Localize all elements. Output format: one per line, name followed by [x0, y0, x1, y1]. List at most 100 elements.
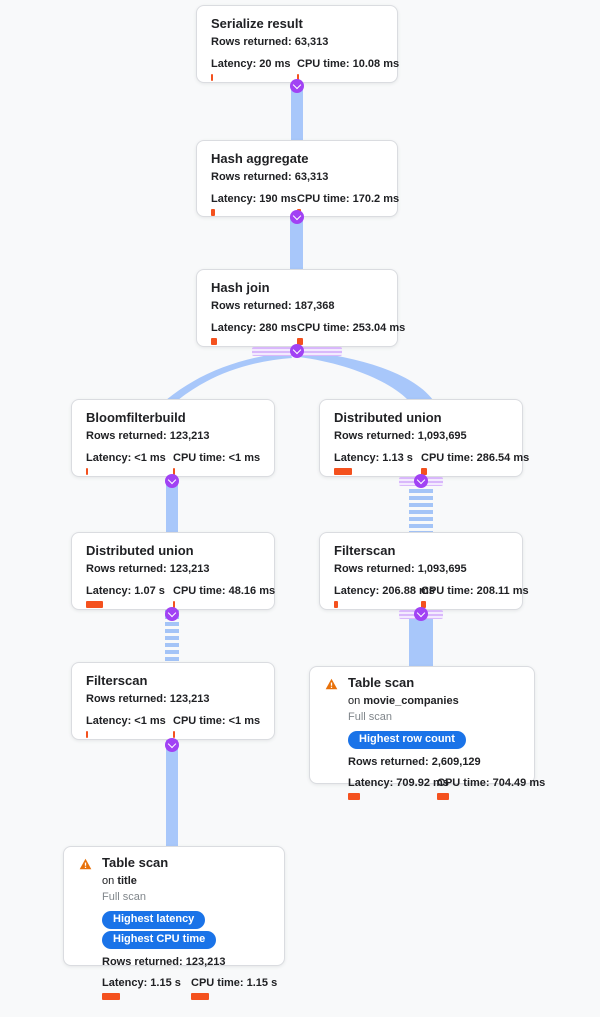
metrics-row: Latency: 1.15 s CPU time: 1.15 s	[102, 977, 277, 1000]
edge-bloomfilterbuild-to-distributed-union	[166, 475, 178, 534]
latency-value: Latency: 280 ms	[211, 322, 297, 334]
cpu-time-bar	[421, 601, 426, 608]
scan-target: on title	[102, 875, 137, 887]
latency-bar	[334, 601, 338, 608]
node-title: Table scan	[348, 675, 415, 690]
rows-returned: Rows returned: 123,213	[86, 563, 210, 575]
cpu-time-value: CPU time: 704.49 ms	[437, 777, 546, 789]
node-title: Distributed union	[86, 543, 194, 558]
warning-icon	[78, 857, 93, 871]
node-title: Table scan	[102, 855, 169, 870]
highest-latency-badge: Highest latency	[102, 911, 206, 929]
cpu-time-bar	[173, 731, 175, 738]
cpu-time-bar	[173, 468, 175, 475]
latency-bar	[102, 993, 120, 1000]
rows-returned: Rows returned: 1,093,695	[334, 563, 467, 575]
latency-value: Latency: 206.88 ms	[334, 585, 435, 597]
scan-target: on movie_companies	[348, 695, 459, 707]
metrics-row: Latency: 1.13 s CPU time: 286.54 ms	[334, 452, 530, 475]
edge-hash-aggregate-to-hash-join	[290, 211, 303, 271]
node-title: Serialize result	[211, 16, 303, 31]
metrics-row: Latency: 709.92 ms CPU time: 704.49 ms	[348, 777, 545, 800]
rows-returned: Rows returned: 1,093,695	[334, 430, 467, 442]
table-name: title	[117, 875, 137, 887]
rows-returned: Rows returned: 63,313	[211, 36, 329, 48]
scan-type: Full scan	[348, 711, 393, 723]
collapse-button-filterscan-right[interactable]	[414, 607, 428, 621]
metrics-row: Latency: <1 ms CPU time: <1 ms	[86, 715, 260, 738]
plan-node-hash-join[interactable]: Hash join Rows returned: 187,368 Latency…	[196, 269, 406, 347]
cpu-time-value: CPU time: 208.11 ms	[421, 585, 529, 597]
plan-node-filterscan-left[interactable]: Filterscan Rows returned: 123,213 Latenc…	[71, 662, 275, 740]
badges-row: Highest latencyHighest CPU time	[102, 909, 277, 949]
latency-bar	[348, 793, 360, 800]
metrics-row: Latency: <1 ms CPU time: <1 ms	[86, 452, 260, 475]
node-title: Distributed union	[334, 410, 442, 425]
latency-bar	[86, 468, 88, 475]
rows-returned: Rows returned: 123,213	[102, 956, 226, 968]
highest-row-count-badge: Highest row count	[348, 731, 466, 749]
plan-node-table-scan-movie-companies[interactable]: Table scan on movie_companies Full scan …	[309, 666, 545, 800]
latency-bar	[211, 209, 215, 216]
latency-bar	[86, 601, 103, 608]
plan-node-distributed-union-right[interactable]: Distributed union Rows returned: 1,093,6…	[319, 399, 530, 477]
latency-bar	[211, 338, 217, 345]
cpu-time-bar	[297, 338, 303, 345]
cpu-time-value: CPU time: <1 ms	[173, 715, 261, 727]
node-title: Filterscan	[86, 673, 148, 688]
collapse-button-distributed-union-right[interactable]	[414, 474, 428, 488]
latency-value: Latency: 190 ms	[211, 193, 297, 205]
cpu-time-value: CPU time: 253.04 ms	[297, 322, 406, 334]
rows-returned: Rows returned: 123,213	[86, 693, 210, 705]
metrics-row: Latency: 190 ms CPU time: 170.2 ms	[211, 193, 400, 216]
metrics-row: Latency: 280 ms CPU time: 253.04 ms	[211, 322, 406, 345]
cpu-time-bar	[421, 468, 427, 475]
collapse-button-filterscan-left[interactable]	[165, 738, 179, 752]
badges-row: Highest row count	[348, 729, 545, 749]
cpu-time-bar	[191, 993, 209, 1000]
latency-bar	[86, 731, 88, 738]
scan-type: Full scan	[102, 891, 147, 903]
collapse-button-hash-aggregate[interactable]	[290, 210, 304, 224]
plan-node-filterscan-right[interactable]: Filterscan Rows returned: 1,093,695 Late…	[319, 532, 529, 610]
latency-value: Latency: <1 ms	[86, 715, 166, 727]
collapse-button-serialize-result[interactable]	[290, 79, 304, 93]
latency-value: Latency: 709.92 ms	[348, 777, 449, 789]
cpu-time-value: CPU time: 10.08 ms	[297, 58, 400, 70]
highest-cpu-time-badge: Highest CPU time	[102, 931, 217, 949]
warning-icon	[324, 677, 339, 691]
latency-value: Latency: 1.15 s	[102, 977, 181, 989]
collapse-button-hash-join[interactable]	[290, 344, 304, 358]
metrics-row: Latency: 1.07 s CPU time: 48.16 ms	[86, 585, 276, 608]
collapse-button-distributed-union-left[interactable]	[165, 607, 179, 621]
edge-filterscan-to-table-scan-left	[166, 739, 178, 848]
metrics-row: Latency: 20 ms CPU time: 10.08 ms	[211, 58, 400, 81]
hash-join-branch-ribbons	[166, 351, 433, 400]
cpu-time-bar	[437, 793, 449, 800]
rows-returned: Rows returned: 123,213	[86, 430, 210, 442]
metrics-row: Latency: 206.88 ms CPU time: 208.11 ms	[334, 585, 529, 608]
table-name: movie_companies	[363, 695, 459, 707]
rows-returned: Rows returned: 63,313	[211, 171, 329, 183]
plan-node-hash-aggregate[interactable]: Hash aggregate Rows returned: 63,313 Lat…	[196, 140, 400, 217]
plan-node-distributed-union-left[interactable]: Distributed union Rows returned: 123,213…	[71, 532, 275, 610]
cpu-time-value: CPU time: 286.54 ms	[421, 452, 530, 464]
latency-value: Latency: 1.07 s	[86, 585, 165, 597]
rows-returned: Rows returned: 187,368	[211, 300, 335, 312]
plan-node-bloomfilterbuild[interactable]: Bloomfilterbuild Rows returned: 123,213 …	[71, 399, 275, 477]
node-title: Hash aggregate	[211, 151, 309, 166]
latency-value: Latency: 1.13 s	[334, 452, 413, 464]
node-title: Bloomfilterbuild	[86, 410, 186, 425]
cpu-time-value: CPU time: 170.2 ms	[297, 193, 400, 205]
cpu-time-value: CPU time: 1.15 s	[191, 977, 278, 989]
node-title: Filterscan	[334, 543, 396, 558]
cpu-time-value: CPU time: 48.16 ms	[173, 585, 276, 597]
plan-node-table-scan-title[interactable]: Table scan on title Full scan Highest la…	[63, 846, 285, 1000]
latency-value: Latency: 20 ms	[211, 58, 291, 70]
plan-node-serialize-result[interactable]: Serialize result Rows returned: 63,313 L…	[196, 5, 400, 83]
rows-returned: Rows returned: 2,609,129	[348, 756, 481, 768]
edge-serialize-to-hash-aggregate	[291, 80, 303, 142]
cpu-time-bar	[297, 74, 299, 81]
collapse-button-bloomfilterbuild[interactable]	[165, 474, 179, 488]
